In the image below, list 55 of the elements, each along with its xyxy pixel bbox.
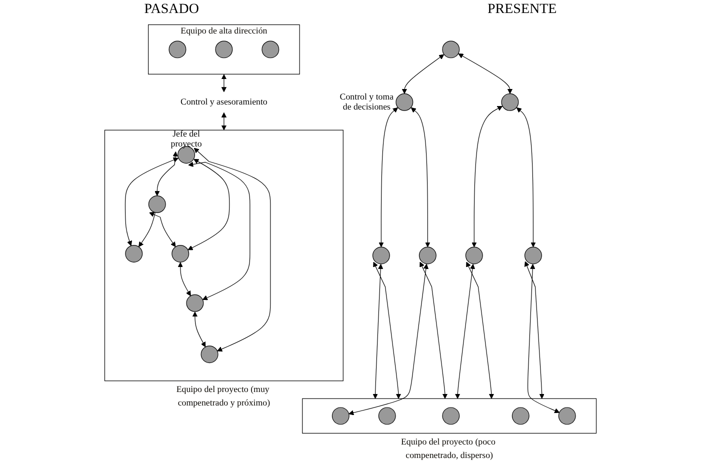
- arrow: [149, 212, 176, 248]
- section-heading: PRESENTE: [488, 1, 557, 19]
- node-circle: [200, 346, 218, 364]
- arrow: [527, 264, 560, 414]
- arrow: [192, 312, 206, 348]
- arrow: [524, 261, 544, 399]
- cluster: Equipo de alta dirección: [148, 24, 300, 74]
- arrow: [194, 148, 271, 352]
- node-circle: [442, 40, 460, 58]
- node-text: Control y asesoramiento: [180, 97, 268, 107]
- node-circle: [372, 246, 390, 264]
- node-circle: [168, 40, 186, 58]
- arrow: [472, 106, 503, 248]
- node-circle: [262, 40, 280, 58]
- arrow: [178, 262, 191, 296]
- section-heading: PASADO: [144, 1, 199, 19]
- arrow: [410, 107, 430, 248]
- cluster: [302, 398, 597, 434]
- arrow: [466, 262, 494, 399]
- arrow: [402, 54, 444, 94]
- node-circle: [332, 407, 350, 425]
- arrow: [188, 162, 250, 300]
- arrow: [420, 262, 448, 399]
- arrow: [221, 74, 227, 92]
- node-circle: [378, 407, 396, 425]
- node-circle: [465, 246, 483, 264]
- arrow: [373, 262, 402, 399]
- arrow: [348, 264, 429, 416]
- node-circle: [396, 93, 414, 111]
- arrow: [154, 151, 178, 196]
- node-circle: [442, 407, 460, 425]
- node-label: Control y toma de decisiones: [340, 92, 394, 112]
- node-circle: [215, 40, 233, 58]
- arrow: [138, 212, 156, 248]
- node-circle: [186, 294, 204, 312]
- cluster: [104, 130, 344, 382]
- node-circle: [558, 407, 576, 425]
- node-label: Equipo del proyecto (muy compenetrado y próximo): [176, 385, 270, 408]
- node-circle: [524, 246, 542, 264]
- arrow: [458, 54, 513, 94]
- arrow: [454, 264, 476, 399]
- node-circle: [148, 196, 166, 213]
- node-label: Jefe del proyecto: [170, 129, 202, 148]
- arrow: [378, 107, 398, 248]
- node-circle: [501, 93, 519, 111]
- node-label: Equipo del proyecto (poco compenetrado, disperso): [400, 437, 496, 460]
- node-circle: [125, 244, 143, 262]
- arrow: [124, 157, 178, 246]
- node-circle: [418, 246, 436, 264]
- arrow: [372, 264, 384, 399]
- node-circle: [512, 407, 530, 425]
- arrow: [516, 107, 536, 248]
- node-circle: [172, 244, 190, 262]
- arrow: [221, 112, 227, 130]
- arrow: [188, 158, 230, 250]
